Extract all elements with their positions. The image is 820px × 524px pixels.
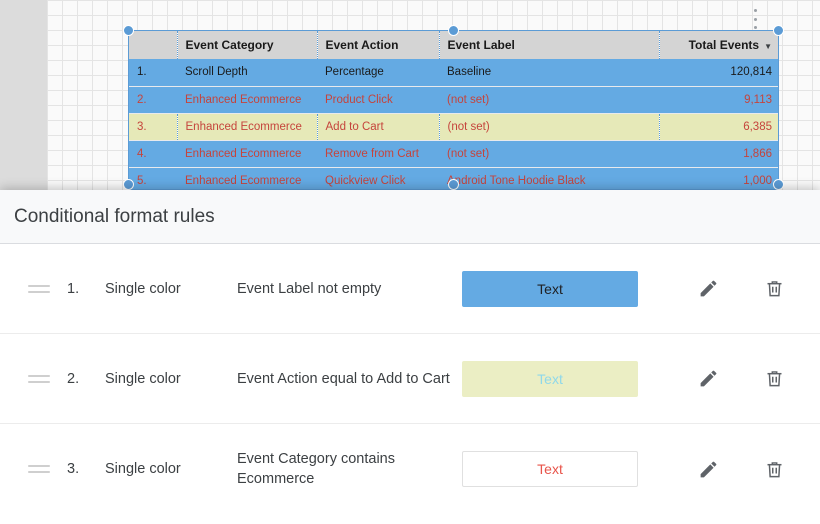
cell-event-action: Add to Cart (317, 113, 440, 141)
rule-condition: Event Action equal to Add to Cart (237, 370, 450, 387)
resize-handle-bottom-left[interactable] (123, 179, 134, 190)
drag-handle-icon[interactable] (28, 374, 50, 383)
cell-index: 1. (129, 59, 177, 87)
column-header-event-category[interactable]: Event Category (177, 31, 318, 59)
report-editor-canvas: Event Category Event Action Event Label … (0, 0, 820, 200)
cell-index: 5. (129, 167, 177, 189)
rule-type: Single color (105, 461, 181, 477)
cell-event-action: Quickview Click (317, 167, 439, 189)
delete-icon[interactable] (762, 367, 786, 391)
table-row[interactable]: 3. Enhanced Ecommerce Add to Cart (not s… (129, 113, 778, 141)
delete-icon[interactable] (762, 277, 786, 301)
rule-list: 1. Single color Event Label not empty Te… (0, 244, 820, 514)
data-table: Event Category Event Action Event Label … (129, 31, 778, 189)
cell-event-category: Enhanced Ecommerce (177, 140, 317, 168)
rule-actions (696, 457, 800, 481)
dialog-header: Conditional format rules (0, 190, 820, 244)
column-header-total-events[interactable]: Total Events ▼ (659, 31, 778, 59)
cell-event-category: Enhanced Ecommerce (177, 86, 317, 114)
delete-icon[interactable] (762, 457, 786, 481)
rule-row[interactable]: 2. Single color Event Action equal to Ad… (0, 334, 820, 424)
edit-icon[interactable] (696, 277, 720, 301)
more-options-icon[interactable] (748, 6, 762, 32)
cell-event-action: Remove from Cart (317, 140, 439, 168)
conditional-format-rules-dialog: Conditional format rules 1. Single color… (0, 190, 820, 524)
drag-handle-icon[interactable] (28, 465, 50, 473)
resize-handle-bottom-right[interactable] (773, 179, 784, 190)
sort-descending-icon[interactable]: ▼ (764, 42, 772, 51)
table-body: 1. Scroll Depth Percentage Baseline 120,… (129, 59, 778, 189)
dialog-title: Conditional format rules (14, 205, 215, 227)
resize-handle-top-center[interactable] (448, 25, 459, 36)
rule-index: 3. (67, 461, 80, 477)
resize-handle-bottom-center[interactable] (448, 179, 459, 190)
rule-actions (696, 277, 800, 301)
cell-event-label: (not set) (439, 140, 659, 168)
table-header-row: Event Category Event Action Event Label … (129, 31, 778, 59)
cell-event-category: Enhanced Ecommerce (177, 113, 318, 141)
rule-row[interactable]: 3. Single color Event Category contains … (0, 424, 820, 514)
cell-event-category: Scroll Depth (177, 59, 317, 87)
editor-left-panel (0, 0, 47, 200)
edit-icon[interactable] (696, 367, 720, 391)
resize-handle-top-right[interactable] (773, 25, 784, 36)
rule-index: 1. (67, 280, 80, 297)
rule-type: Single color (105, 280, 181, 297)
cell-event-label: Android Tone Hoodie Black (439, 167, 659, 189)
cell-total-events: 9,113 (659, 86, 778, 114)
cell-event-label: (not set) (439, 86, 659, 114)
rule-condition: Event Category contains Ecommerce (237, 451, 395, 487)
cell-index: 4. (129, 140, 177, 168)
cell-total-events: 6,385 (659, 113, 778, 141)
edit-icon[interactable] (696, 457, 720, 481)
rule-color-preview[interactable]: Text (462, 451, 638, 487)
rule-condition: Event Label not empty (237, 280, 382, 297)
cell-index: 3. (129, 113, 178, 141)
cell-total-events: 120,814 (659, 59, 778, 87)
table-row[interactable]: 5. Enhanced Ecommerce Quickview Click An… (129, 167, 778, 189)
cell-total-events: 1,000 (659, 167, 778, 189)
cell-event-action: Percentage (317, 59, 439, 87)
column-header-index[interactable] (129, 31, 178, 59)
cell-event-action: Product Click (317, 86, 439, 114)
table-row[interactable]: 4. Enhanced Ecommerce Remove from Cart (… (129, 140, 778, 168)
rule-row[interactable]: 1. Single color Event Label not empty Te… (0, 244, 820, 334)
cell-total-events: 1,866 (659, 140, 778, 168)
cell-event-label: (not set) (439, 113, 660, 141)
cell-event-category: Enhanced Ecommerce (177, 167, 317, 189)
cell-event-label: Baseline (439, 59, 659, 87)
data-table-component[interactable]: Event Category Event Action Event Label … (128, 30, 779, 190)
cell-index: 2. (129, 86, 177, 114)
rule-actions (696, 367, 800, 391)
column-header-total-events-label: Total Events (688, 38, 760, 52)
column-header-event-label[interactable]: Event Label (439, 31, 660, 59)
rule-color-preview[interactable]: Text (462, 270, 638, 307)
rule-index: 2. (67, 370, 80, 387)
rule-type: Single color (105, 370, 181, 387)
table-row[interactable]: 1. Scroll Depth Percentage Baseline 120,… (129, 59, 778, 87)
column-header-event-action[interactable]: Event Action (317, 31, 440, 59)
table-row[interactable]: 2. Enhanced Ecommerce Product Click (not… (129, 86, 778, 114)
drag-handle-icon[interactable] (28, 284, 50, 293)
rule-color-preview[interactable]: Text (462, 360, 638, 397)
resize-handle-top-left[interactable] (123, 25, 134, 36)
